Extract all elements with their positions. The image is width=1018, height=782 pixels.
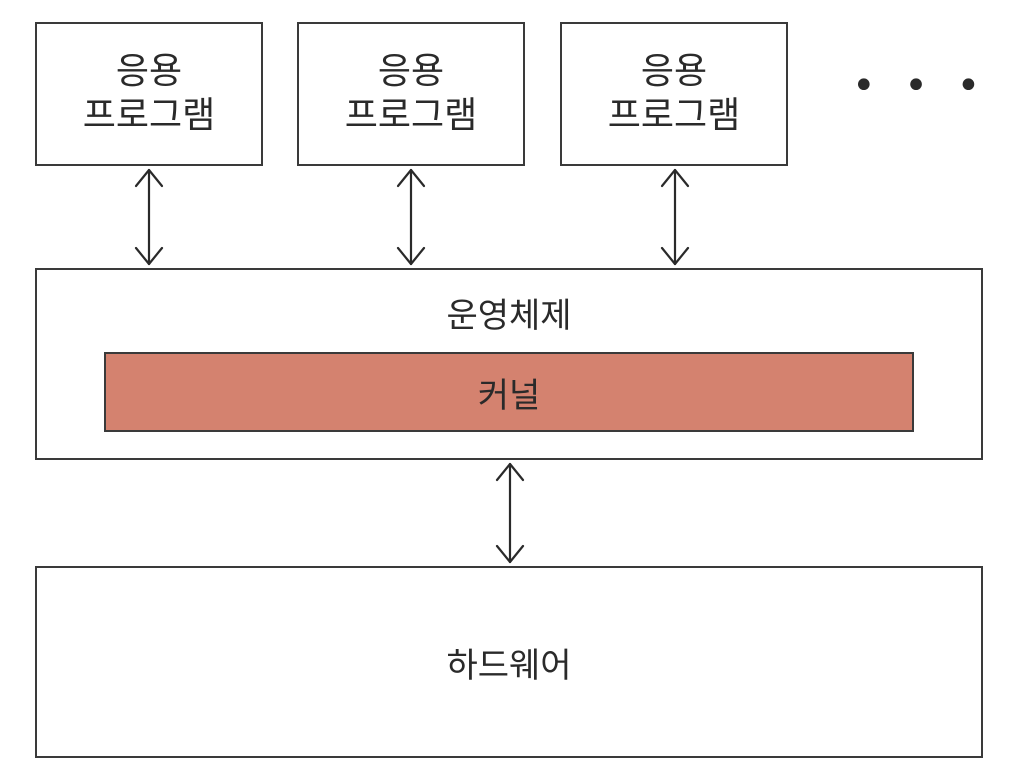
bidirectional-arrow-app1-os (134, 168, 164, 266)
application-label-line2: 프로그램 (607, 95, 741, 136)
application-label-line1: 응용 (115, 51, 183, 92)
hardware-label: 하드웨어 (446, 645, 572, 686)
operating-system-label: 운영체제 (446, 296, 572, 336)
application-label-line2: 프로그램 (82, 95, 216, 136)
bidirectional-arrow-app3-os (660, 168, 690, 266)
kernel-label: 커널 (477, 375, 541, 416)
bidirectional-arrow-os-hardware (495, 462, 525, 564)
more-applications-ellipsis: • • • (852, 63, 989, 109)
application-box-2: 응용 프로그램 (297, 22, 525, 166)
kernel-box: 커널 (104, 352, 914, 432)
application-label-line2: 프로그램 (344, 95, 478, 136)
bidirectional-arrow-app2-os (396, 168, 426, 266)
application-box-1: 응용 프로그램 (35, 22, 263, 166)
application-label-line1: 응용 (640, 51, 708, 92)
application-label-line1: 응용 (377, 51, 445, 92)
application-box-3: 응용 프로그램 (560, 22, 788, 166)
hardware-box: 하드웨어 (35, 566, 983, 758)
